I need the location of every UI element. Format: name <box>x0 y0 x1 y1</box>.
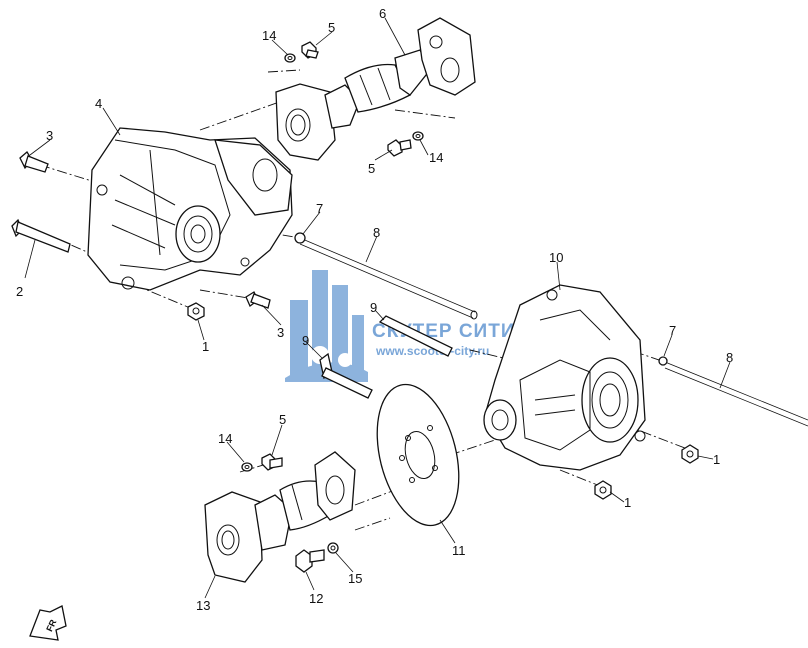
front-direction-arrow-icon: FR <box>29 605 67 641</box>
callout-15: 15 <box>348 571 362 586</box>
callout-7-lower: 7 <box>669 323 676 338</box>
callout-14-top: 14 <box>262 28 276 43</box>
nut-1-left <box>187 302 205 321</box>
rear-drive-shaft <box>204 451 356 583</box>
nut-1-right-lower <box>594 480 612 500</box>
short-bolt-3-left <box>19 151 49 173</box>
washer-14-top <box>284 53 296 63</box>
washer-14-lower <box>241 462 253 472</box>
callout-9-upper: 9 <box>370 300 377 315</box>
washer-14-mid <box>412 131 424 141</box>
axle-shaft-8-lower <box>664 361 808 427</box>
callout-3-left: 3 <box>46 128 53 143</box>
callout-5-lower: 5 <box>279 412 286 427</box>
watermark-url: www.scooter-city.ru <box>375 344 489 358</box>
callout-14-mid: 14 <box>429 150 443 165</box>
nut-1-right-upper <box>681 444 699 464</box>
ring-7-lower <box>658 356 668 366</box>
callout-13: 13 <box>196 598 210 613</box>
brake-disc-11 <box>376 383 460 527</box>
watermark-logo <box>285 270 368 382</box>
callout-1-right-lower: 1 <box>624 495 631 510</box>
bolt-5-lower <box>261 453 283 471</box>
callout-8-upper: 8 <box>373 225 380 240</box>
callout-4: 4 <box>95 96 102 111</box>
rear-differential <box>483 284 646 471</box>
axle-shaft-8-upper <box>299 237 478 320</box>
callout-5-mid: 5 <box>368 161 375 176</box>
bolt-5-top <box>301 41 319 59</box>
callout-10: 10 <box>549 250 563 265</box>
long-bolt-2 <box>11 218 71 253</box>
callout-7-upper: 7 <box>316 201 323 216</box>
callout-12: 12 <box>309 591 323 606</box>
front-differential <box>87 127 293 291</box>
callout-2: 2 <box>16 284 23 299</box>
callout-11: 11 <box>452 543 466 558</box>
callout-6: 6 <box>379 6 386 21</box>
ring-7-upper <box>294 232 306 244</box>
callout-3-lower: 3 <box>277 325 284 340</box>
callout-9-lower: 9 <box>302 333 309 348</box>
pin-9-lower <box>319 352 373 399</box>
bolt-12 <box>295 549 325 573</box>
washer-15 <box>327 542 339 554</box>
front-direction-label: FR <box>44 618 58 634</box>
pin-9-upper <box>378 315 453 357</box>
callout-5-top: 5 <box>328 20 335 35</box>
callout-8-lower: 8 <box>726 350 733 365</box>
front-drive-shaft <box>275 17 476 161</box>
callout-1-right-upper: 1 <box>713 452 720 467</box>
callout-1-left: 1 <box>202 339 209 354</box>
short-bolt-3-lower <box>245 291 271 309</box>
callout-14-lower: 14 <box>218 431 232 446</box>
leader-lines <box>24 17 731 599</box>
bolt-5-mid <box>387 139 412 157</box>
